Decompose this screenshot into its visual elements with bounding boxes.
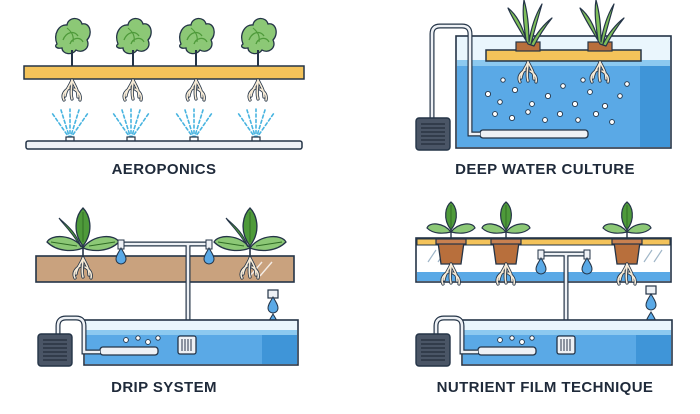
nft-panel	[415, 201, 673, 367]
aeroponics-plants	[54, 17, 277, 66]
drip-air-pump	[37, 333, 73, 367]
aeroponics-panel	[23, 17, 305, 150]
dwc-plants	[507, 0, 625, 84]
aeroponics-spray-nozzles	[51, 108, 275, 143]
drip-drain-drop	[267, 296, 279, 314]
nutrient-film-technique-label: NUTRIENT FILM TECHNIQUE	[436, 379, 654, 396]
dwc-air-pump	[415, 117, 451, 151]
dwc-air-stone	[479, 129, 589, 139]
nft-drain-drop	[645, 293, 657, 311]
deep-water-culture-label: DEEP WATER CULTURE	[455, 161, 635, 178]
nft-nutrient-film	[417, 272, 670, 281]
drip-system-label: DRIP SYSTEM	[111, 379, 217, 396]
dwc-float-raft	[485, 49, 642, 62]
aeroponics-support-rail	[23, 65, 305, 80]
aeroponics-roots	[61, 78, 268, 102]
dwc-panel	[415, 0, 672, 151]
nft-air-pump	[415, 333, 451, 367]
drip-panel	[35, 207, 299, 367]
dwc-air-bubbles	[484, 77, 630, 125]
nft-submersible-pump	[556, 335, 576, 355]
drip-submersible-pump	[177, 335, 197, 355]
aeroponics-label: AEROPONICS	[111, 161, 217, 178]
aeroponics-mist-pipe	[25, 140, 303, 150]
